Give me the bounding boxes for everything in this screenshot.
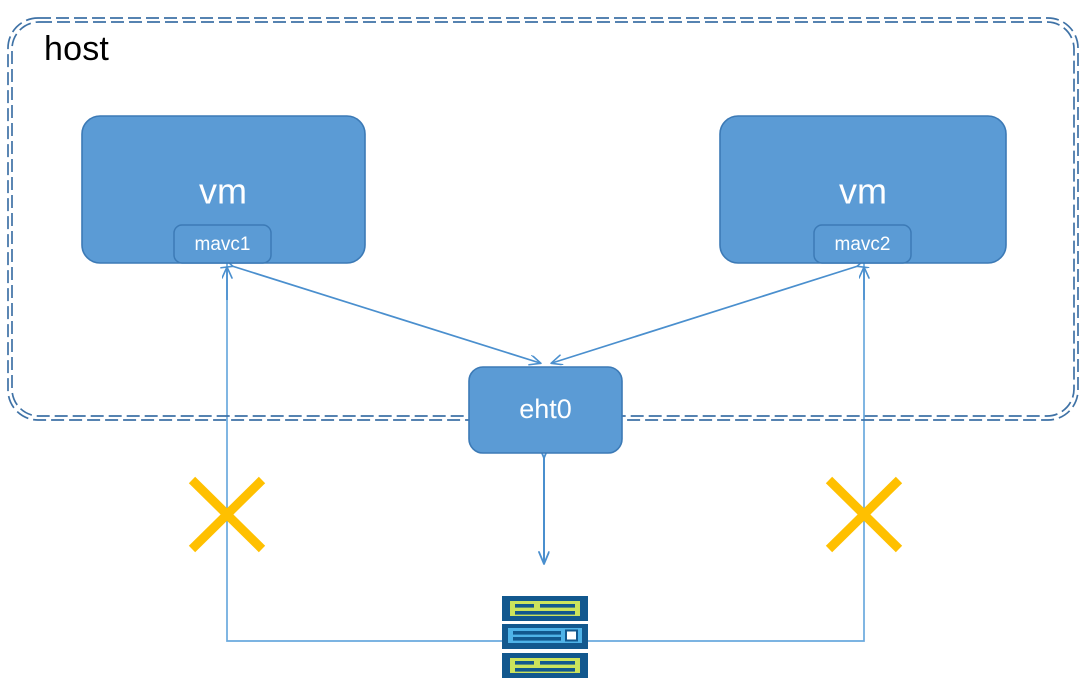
node-mavc1-label: mavc1 <box>195 234 251 255</box>
switch-unit-top <box>502 596 588 621</box>
link-mavc2-eht0 <box>552 266 858 363</box>
node-mavc2-label: mavc2 <box>835 234 891 255</box>
host-label: host <box>44 30 110 68</box>
node-eht0-label: eht0 <box>519 394 572 424</box>
link-mavc1-switch <box>226 263 508 642</box>
node-vm-left[interactable]: vm mavc1 <box>81 115 366 264</box>
block-left-x-icon <box>188 476 266 553</box>
node-vm-right-label: vm <box>839 171 887 212</box>
node-eht0[interactable]: eht0 <box>468 366 623 454</box>
node-vm-right[interactable]: vm mavc2 <box>719 115 1007 264</box>
link-mavc1-eht0 <box>232 266 540 363</box>
switch-unit-middle <box>502 624 588 649</box>
switch-unit-bottom <box>502 653 588 678</box>
node-mavc1[interactable]: mavc1 <box>173 224 272 264</box>
block-right-x-icon <box>825 476 903 553</box>
link-mavc2-switch <box>583 263 865 642</box>
node-mavc2[interactable]: mavc2 <box>813 224 912 264</box>
node-vm-left-label: vm <box>199 171 247 212</box>
